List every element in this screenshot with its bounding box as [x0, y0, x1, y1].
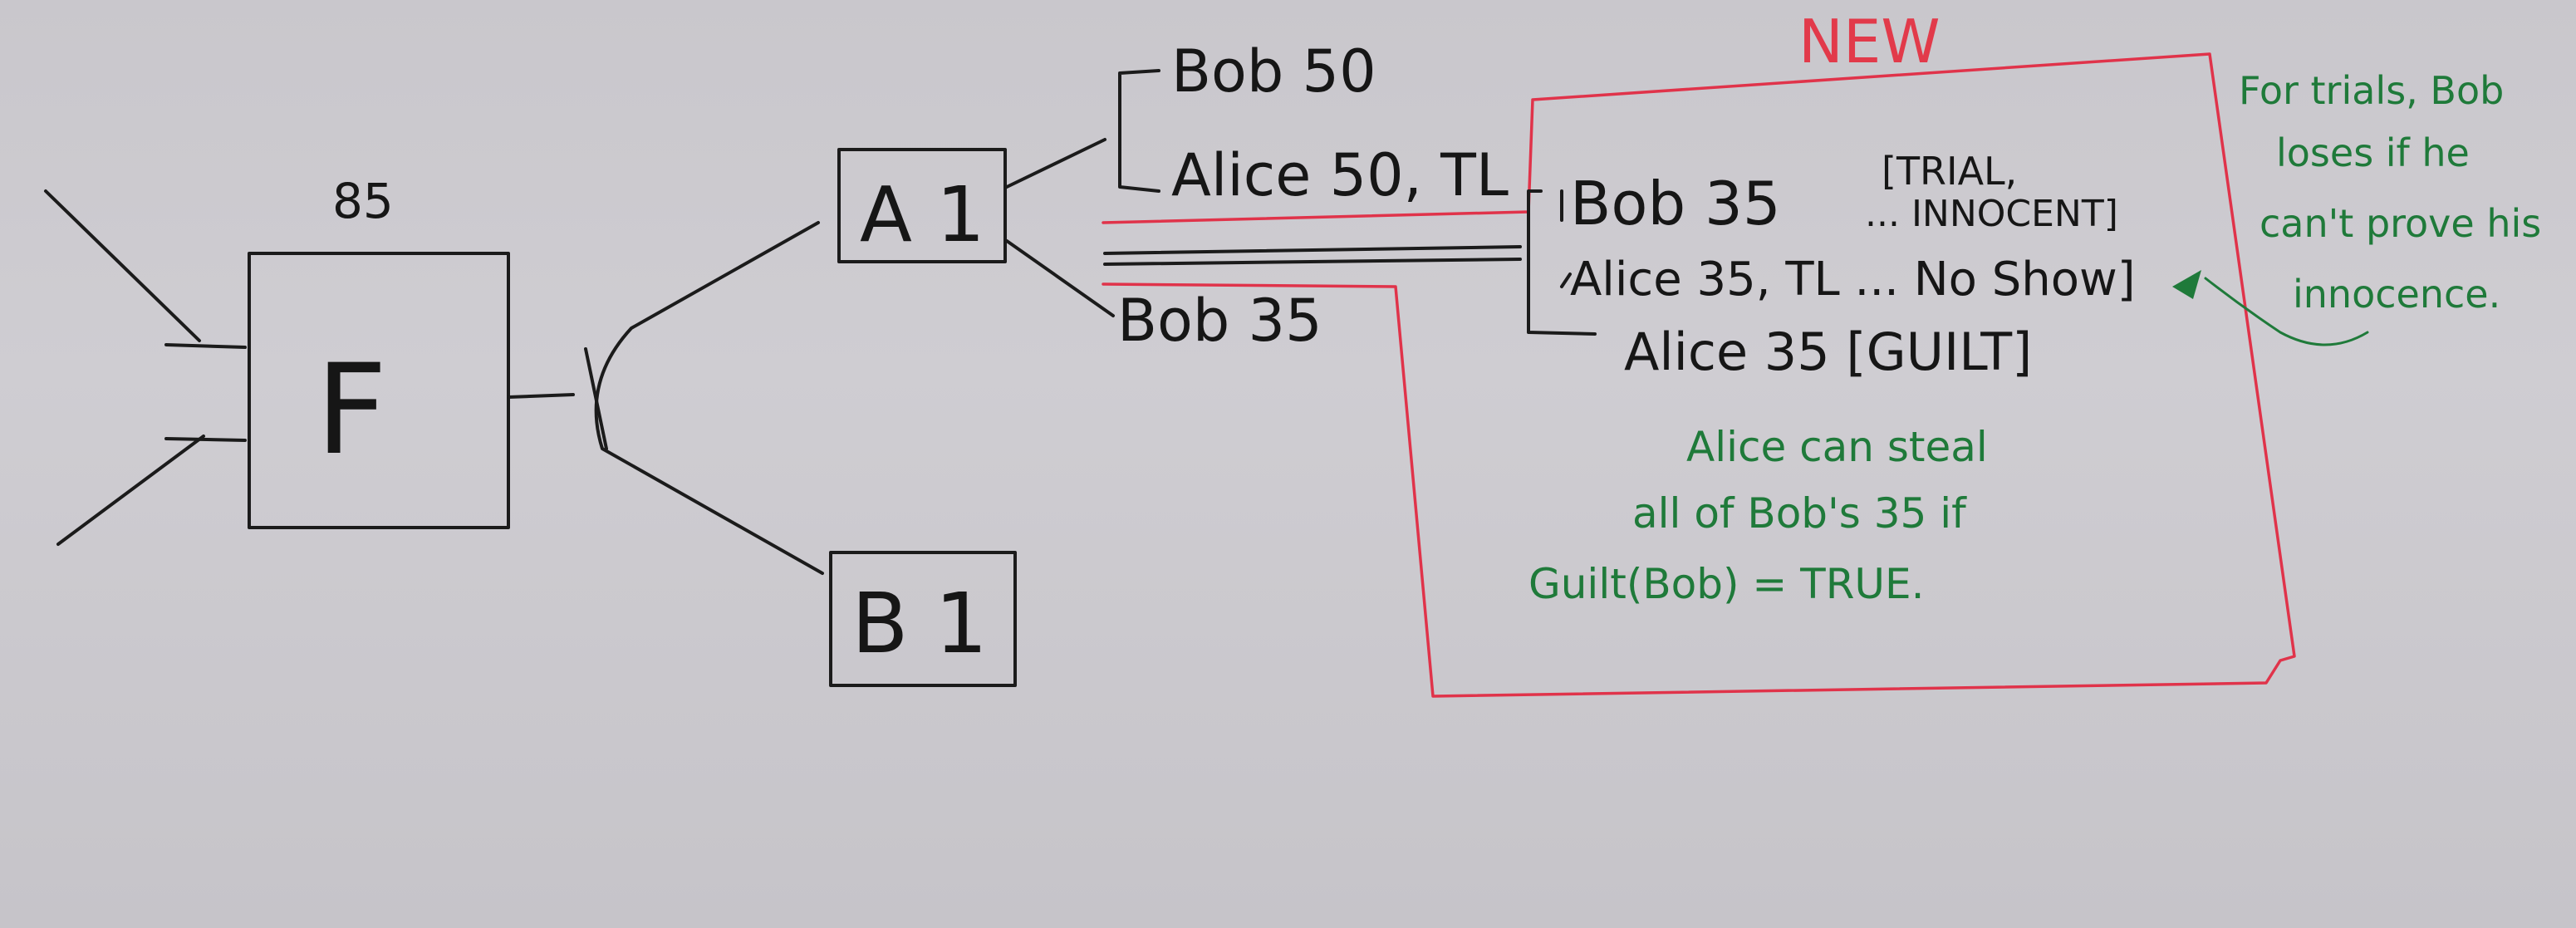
- trials-note-line-2: loses if he: [2276, 130, 2470, 175]
- a1-to-bob35-line: [1005, 239, 1115, 317]
- trials-note-line-3: can't prove his: [2260, 201, 2541, 246]
- new-alice-guilt: Alice 35 [GUILT]: [1624, 322, 2032, 382]
- new-heading: NEW: [1798, 7, 1941, 76]
- incoming-tick-bottom: [164, 437, 247, 442]
- outputs-bracket: [1118, 69, 1160, 193]
- trials-note-pointer: [2204, 277, 2369, 346]
- trial-tag: [TRIAL,: [1882, 149, 2017, 194]
- node-b1-box: [829, 551, 1017, 687]
- node-b1-label: B 1: [851, 575, 988, 672]
- a1-outputs: Bob 50 Alice 50, TL Bob 35: [1005, 37, 1522, 355]
- node-f: F 85: [44, 173, 510, 546]
- node-a1: A 1: [837, 148, 1007, 263]
- trials-note: For trials, Bob loses if he can't prove …: [2204, 68, 2541, 346]
- new-section: NEW Bob 35 [TRIAL, ... INNOCENT] Alice 3…: [1102, 7, 2296, 698]
- steal-note-line-2: all of Bob's 35 if: [1632, 489, 1967, 538]
- connector-lower: [1103, 258, 1522, 266]
- no-show-arrowhead: [2172, 270, 2201, 299]
- incoming-line-bottom: [56, 435, 205, 546]
- branch-bracket: [594, 221, 824, 575]
- inner-bracket: [1527, 189, 1597, 336]
- output-alice: Alice 50, TL: [1171, 141, 1509, 209]
- node-f-value: 85: [332, 173, 394, 229]
- branch-f: [507, 221, 824, 575]
- incoming-line-top: [44, 189, 201, 342]
- trials-note-line-1: For trials, Bob: [2239, 68, 2504, 113]
- inner-bracket-tick: [1560, 189, 1572, 288]
- node-f-box: [248, 252, 510, 529]
- node-f-label: F: [316, 338, 387, 483]
- trials-note-line-4: innocence.: [2293, 272, 2500, 317]
- steal-note-line-3: Guilt(Bob) = TRUE.: [1528, 560, 1925, 608]
- node-a1-label: A 1: [860, 170, 985, 259]
- connector-upper: [1103, 245, 1522, 255]
- node-b1: B 1: [829, 551, 1017, 687]
- incoming-tick-top: [164, 343, 247, 349]
- output-bob-35: Bob 35: [1117, 287, 1322, 355]
- branch-stem: [584, 347, 608, 450]
- node-a1-box: [837, 148, 1007, 263]
- f-out-line: [507, 393, 575, 399]
- new-alice-tl: Alice 35, TL ... No Show]: [1570, 253, 2136, 307]
- steal-note-line-1: Alice can steal: [1686, 423, 1988, 471]
- innocent-tag: ... INNOCENT]: [1865, 193, 2118, 235]
- a1-to-outputs-line: [1005, 138, 1106, 189]
- output-bob: Bob 50: [1171, 37, 1376, 106]
- new-bob-35: Bob 35: [1570, 169, 1781, 238]
